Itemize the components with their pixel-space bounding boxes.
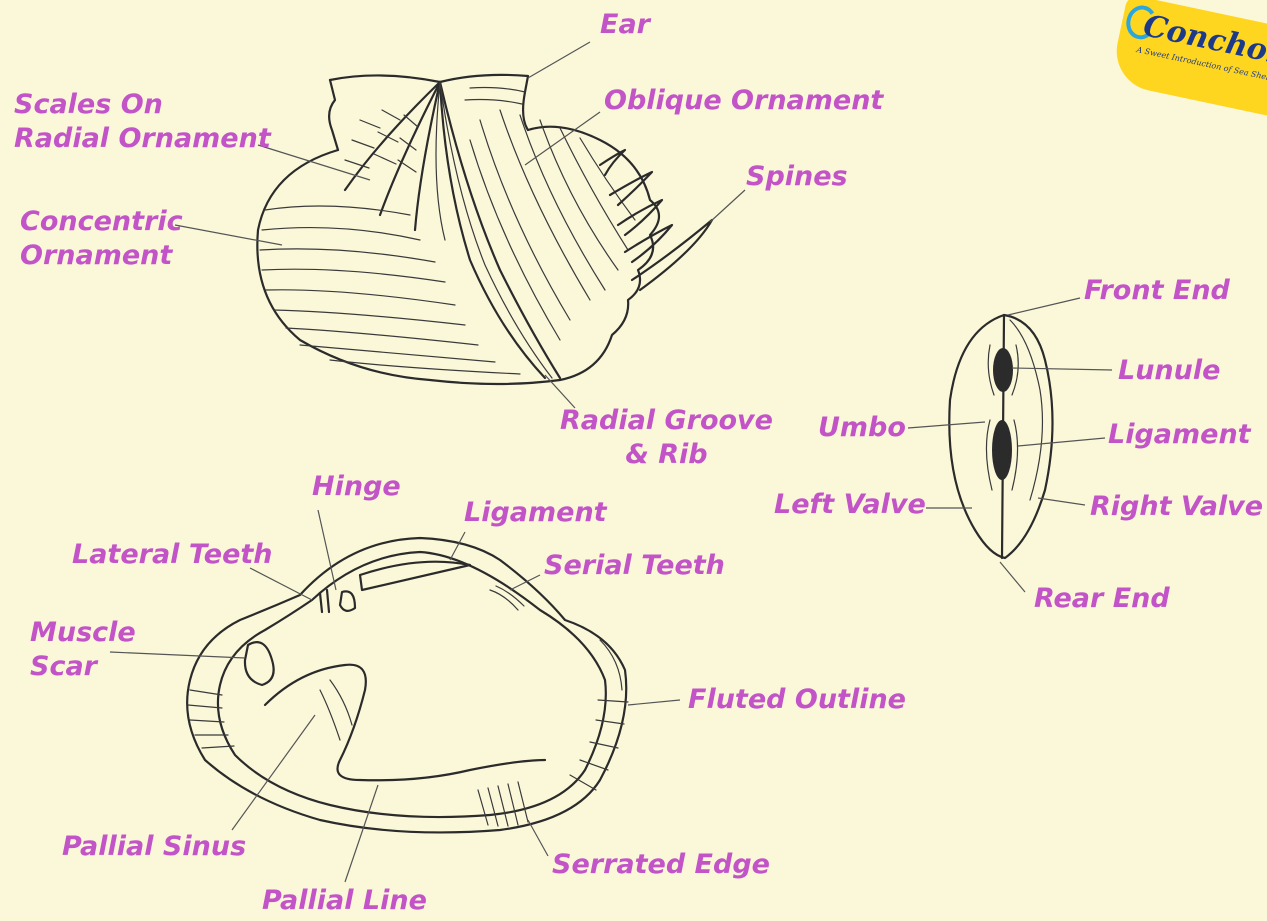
label-pallial-sinus: Pallial Sinus xyxy=(62,830,246,864)
label-concentric-line2: Ornament xyxy=(20,239,183,273)
label-concentric-line1: Concentric xyxy=(20,205,183,239)
dorsal-view-shell-drawing xyxy=(949,315,1052,558)
label-lunule: Lunule xyxy=(1118,354,1220,388)
label-fluted-outline: Fluted Outline xyxy=(688,683,906,717)
label-rear-end: Rear End xyxy=(1034,582,1170,616)
label-ligament-dorsal: Ligament xyxy=(1108,418,1251,452)
label-muscle-scar-line1: Muscle xyxy=(30,616,136,650)
label-ligament-interior: Ligament xyxy=(464,496,607,530)
label-scales-line1: Scales On xyxy=(14,88,271,122)
label-left-valve: Left Valve xyxy=(774,488,926,522)
label-pallial-line: Pallial Line xyxy=(262,884,427,918)
label-serial-teeth: Serial Teeth xyxy=(544,549,725,583)
label-muscle-scar: Muscle Scar xyxy=(30,616,136,684)
label-front-end: Front End xyxy=(1084,274,1230,308)
exterior-shell-drawing xyxy=(257,75,712,384)
label-hinge: Hinge xyxy=(312,470,401,504)
label-right-valve: Right Valve xyxy=(1090,490,1263,524)
label-lateral-teeth: Lateral Teeth xyxy=(72,538,273,572)
label-scales-on-radial-ornament: Scales On Radial Ornament xyxy=(14,88,271,156)
label-oblique-ornament: Oblique Ornament xyxy=(604,84,883,118)
label-umbo: Umbo xyxy=(818,411,906,445)
label-spines: Spines xyxy=(746,160,848,194)
label-radial-groove-line1: Radial Groove xyxy=(560,404,773,438)
label-muscle-scar-line2: Scar xyxy=(30,650,136,684)
label-ear: Ear xyxy=(600,8,650,42)
label-radial-groove-rib: Radial Groove & Rib xyxy=(560,404,773,472)
label-radial-groove-line2: & Rib xyxy=(560,438,773,472)
label-scales-line2: Radial Ornament xyxy=(14,122,271,156)
label-serrated-edge: Serrated Edge xyxy=(552,848,770,882)
label-concentric-ornament: Concentric Ornament xyxy=(20,205,183,273)
